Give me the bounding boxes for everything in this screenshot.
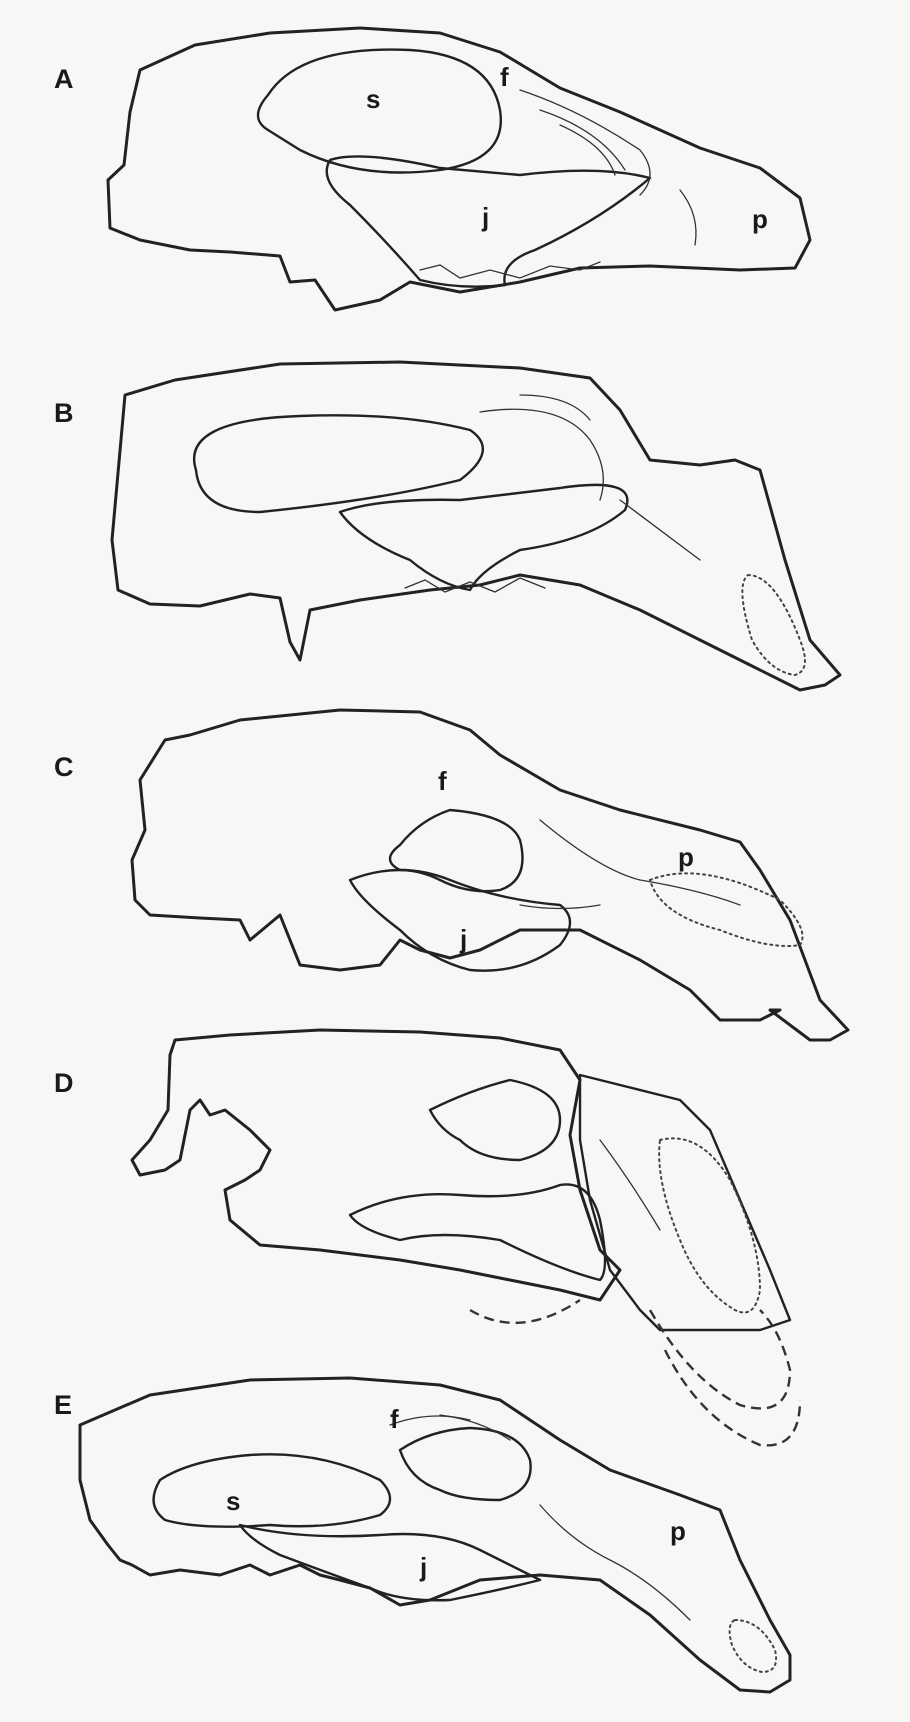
jugal-outline-d xyxy=(350,1184,605,1280)
orbit-outline-e xyxy=(154,1454,390,1526)
frontal-outline-e xyxy=(400,1428,531,1500)
premaxilla-suture-a xyxy=(680,190,696,245)
frontal-outline-d xyxy=(430,1080,560,1160)
panel-b: B xyxy=(54,362,840,690)
frontal-outline-c xyxy=(390,810,523,891)
tooth-socket-d xyxy=(659,1138,760,1312)
part-label-e-j: j xyxy=(419,1552,427,1582)
panel-label-b: B xyxy=(54,398,74,428)
panel-label-e: E xyxy=(54,1390,72,1420)
skull-outline-d xyxy=(132,1030,620,1300)
orbit-outline-b xyxy=(194,415,483,512)
premaxilla-outline-d xyxy=(580,1075,790,1330)
skull-outline-c xyxy=(132,710,848,1040)
part-label-c-f: f xyxy=(438,766,447,796)
panel-label-d: D xyxy=(54,1068,74,1098)
panel-c: C f p j xyxy=(54,710,848,1040)
premaxilla-suture-d xyxy=(600,1140,660,1230)
part-label-e-f: f xyxy=(390,1404,399,1434)
frontal-ridge-b-2 xyxy=(520,395,590,420)
frontal-ridge-a xyxy=(520,90,650,195)
tooth-socket-c xyxy=(650,873,803,946)
jugal-outline-e xyxy=(240,1525,540,1600)
part-label-c-p: p xyxy=(678,842,694,872)
part-label-a-j: j xyxy=(481,202,489,232)
restored-premaxilla-d xyxy=(650,1310,790,1408)
part-label-e-s: s xyxy=(226,1486,240,1516)
panel-label-c: C xyxy=(54,752,74,782)
frontal-ridge-a-2 xyxy=(540,110,625,170)
panel-a: A s f j p xyxy=(54,28,810,310)
premaxilla-suture-b xyxy=(620,500,700,560)
tooth-socket-e xyxy=(730,1620,776,1672)
skull-outline-b xyxy=(112,362,840,690)
panel-e: E f s p j xyxy=(54,1378,790,1692)
frontal-ridge-e xyxy=(390,1416,470,1425)
panel-label-a: A xyxy=(54,64,74,94)
restored-jaw-d xyxy=(470,1300,580,1323)
part-label-e-p: p xyxy=(670,1516,686,1546)
premaxilla-suture-e xyxy=(540,1505,690,1620)
part-label-a-p: p xyxy=(752,204,768,234)
part-label-a-s: s xyxy=(366,84,380,114)
part-label-c-j: j xyxy=(459,924,467,954)
restored-tip-d xyxy=(665,1350,800,1445)
part-label-a-f: f xyxy=(500,62,509,92)
jugal-outline-b xyxy=(340,485,627,590)
